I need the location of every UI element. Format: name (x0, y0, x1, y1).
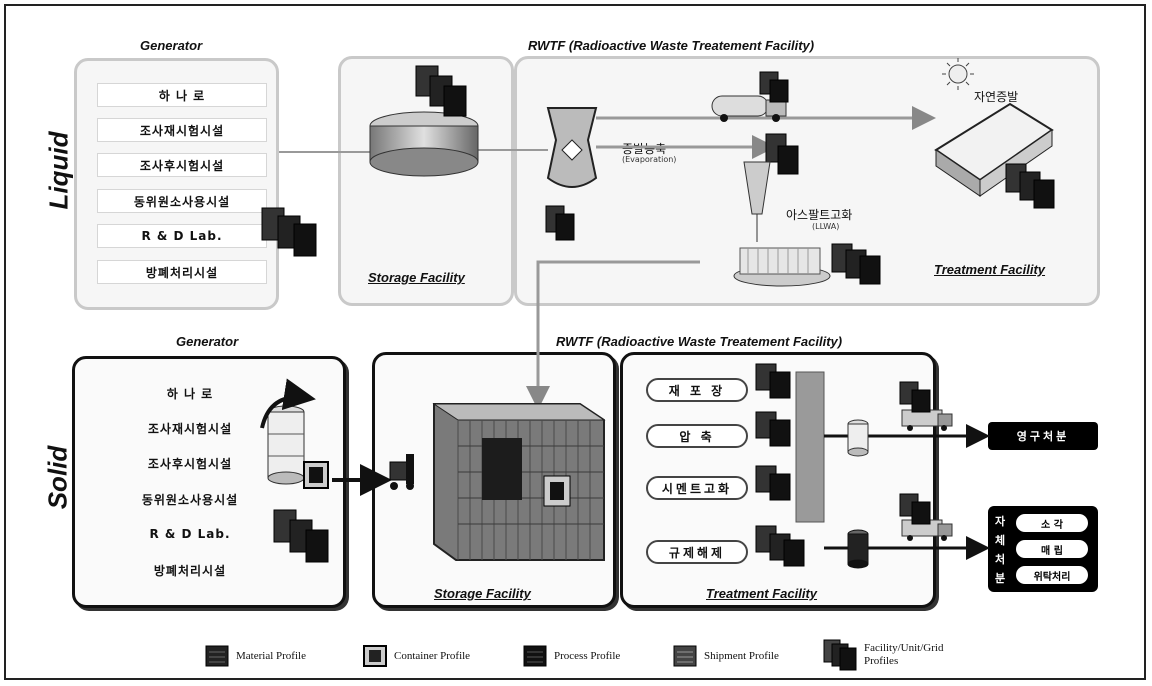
liquid-generator-item: 방폐처리시설 (97, 260, 267, 284)
liquid-treatment-caption: Treatment Facility (934, 262, 1046, 277)
asphalt-sub-label: (LLWA) (812, 222, 840, 231)
legend-shipment-profile: Shipment Profile (704, 650, 779, 662)
solid-generator-item: 하 나 로 (166, 386, 214, 401)
asphalt-label: 아스팔트고화 (786, 208, 853, 222)
solid-side-label: Solid (42, 445, 73, 510)
self-disposal-char: 분 (994, 572, 1006, 585)
solid-storage-caption: Storage Facility (434, 586, 531, 601)
self-disposal-incineration: 소 각 (1016, 514, 1088, 532)
solid-generator-heading: Generator (176, 334, 239, 349)
legend-material-profile: Material Profile (236, 650, 306, 662)
liquid-generator-panel: 하 나 로 조사재시험시설 조사후시험시설 동위원소사용시설 R & D Lab… (74, 58, 279, 310)
process-clearance: 규제해제 (646, 540, 748, 564)
self-disposal-char: 처 (994, 553, 1006, 566)
liquid-generator-item: 동위원소사용시설 (97, 189, 267, 213)
liquid-generator-item: 조사재시험시설 (97, 118, 267, 142)
liquid-storage-caption: Storage Facility (368, 270, 465, 285)
solid-generator-item: R & D Lab. (149, 527, 231, 541)
self-disposal-box: 자 체 처 분 소 각 매 립 위탁처리 (988, 506, 1098, 592)
liquid-generator-heading: Generator (140, 38, 203, 53)
self-disposal-consignment: 위탁처리 (1016, 566, 1088, 584)
legend-container-profile: Container Profile (394, 650, 471, 662)
self-disposal-landfill: 매 립 (1016, 540, 1088, 558)
natural-evaporation-label: 자연증발 (974, 90, 1019, 104)
process-compaction: 압 축 (646, 424, 748, 448)
permanent-disposal-box: 영구처분 (988, 422, 1098, 450)
solid-generator-item: 방폐처리시설 (153, 563, 227, 578)
liquid-rwtf-heading: RWTF (Radioactive Waste Treatement Facil… (528, 38, 815, 53)
self-disposal-char: 체 (994, 534, 1006, 547)
self-disposal-char: 자 (994, 515, 1006, 528)
liquid-generator-item: R & D Lab. (97, 224, 267, 248)
solid-generator-panel: 하 나 로 조사재시험시설 조사후시험시설 동위원소사용시설 R & D Lab… (72, 356, 346, 608)
legend-process-profile: Process Profile (554, 650, 621, 662)
liquid-side-label: Liquid (43, 131, 74, 210)
solid-generator-item: 조사재시험시설 (147, 421, 233, 436)
process-cementation: 시멘트고화 (646, 476, 748, 500)
process-repack: 재 포 장 (646, 378, 748, 402)
liquid-generator-item: 조사후시험시설 (97, 153, 267, 177)
solid-generator-item: 조사후시험시설 (147, 456, 233, 471)
diagram-frame (4, 4, 1146, 680)
solid-treatment-caption: Treatment Facility (706, 586, 818, 601)
solid-storage-panel (372, 352, 616, 608)
solid-rwtf-heading: RWTF (Radioactive Waste Treatement Facil… (556, 334, 843, 349)
liquid-storage-panel (338, 56, 514, 306)
evaporation-sub-label: (Evaporation) (622, 155, 677, 164)
legend-facility-profiles: Facility/Unit/Grid Profiles (864, 642, 944, 667)
liquid-generator-item: 하 나 로 (97, 83, 267, 107)
solid-generator-item: 동위원소사용시설 (141, 492, 239, 507)
